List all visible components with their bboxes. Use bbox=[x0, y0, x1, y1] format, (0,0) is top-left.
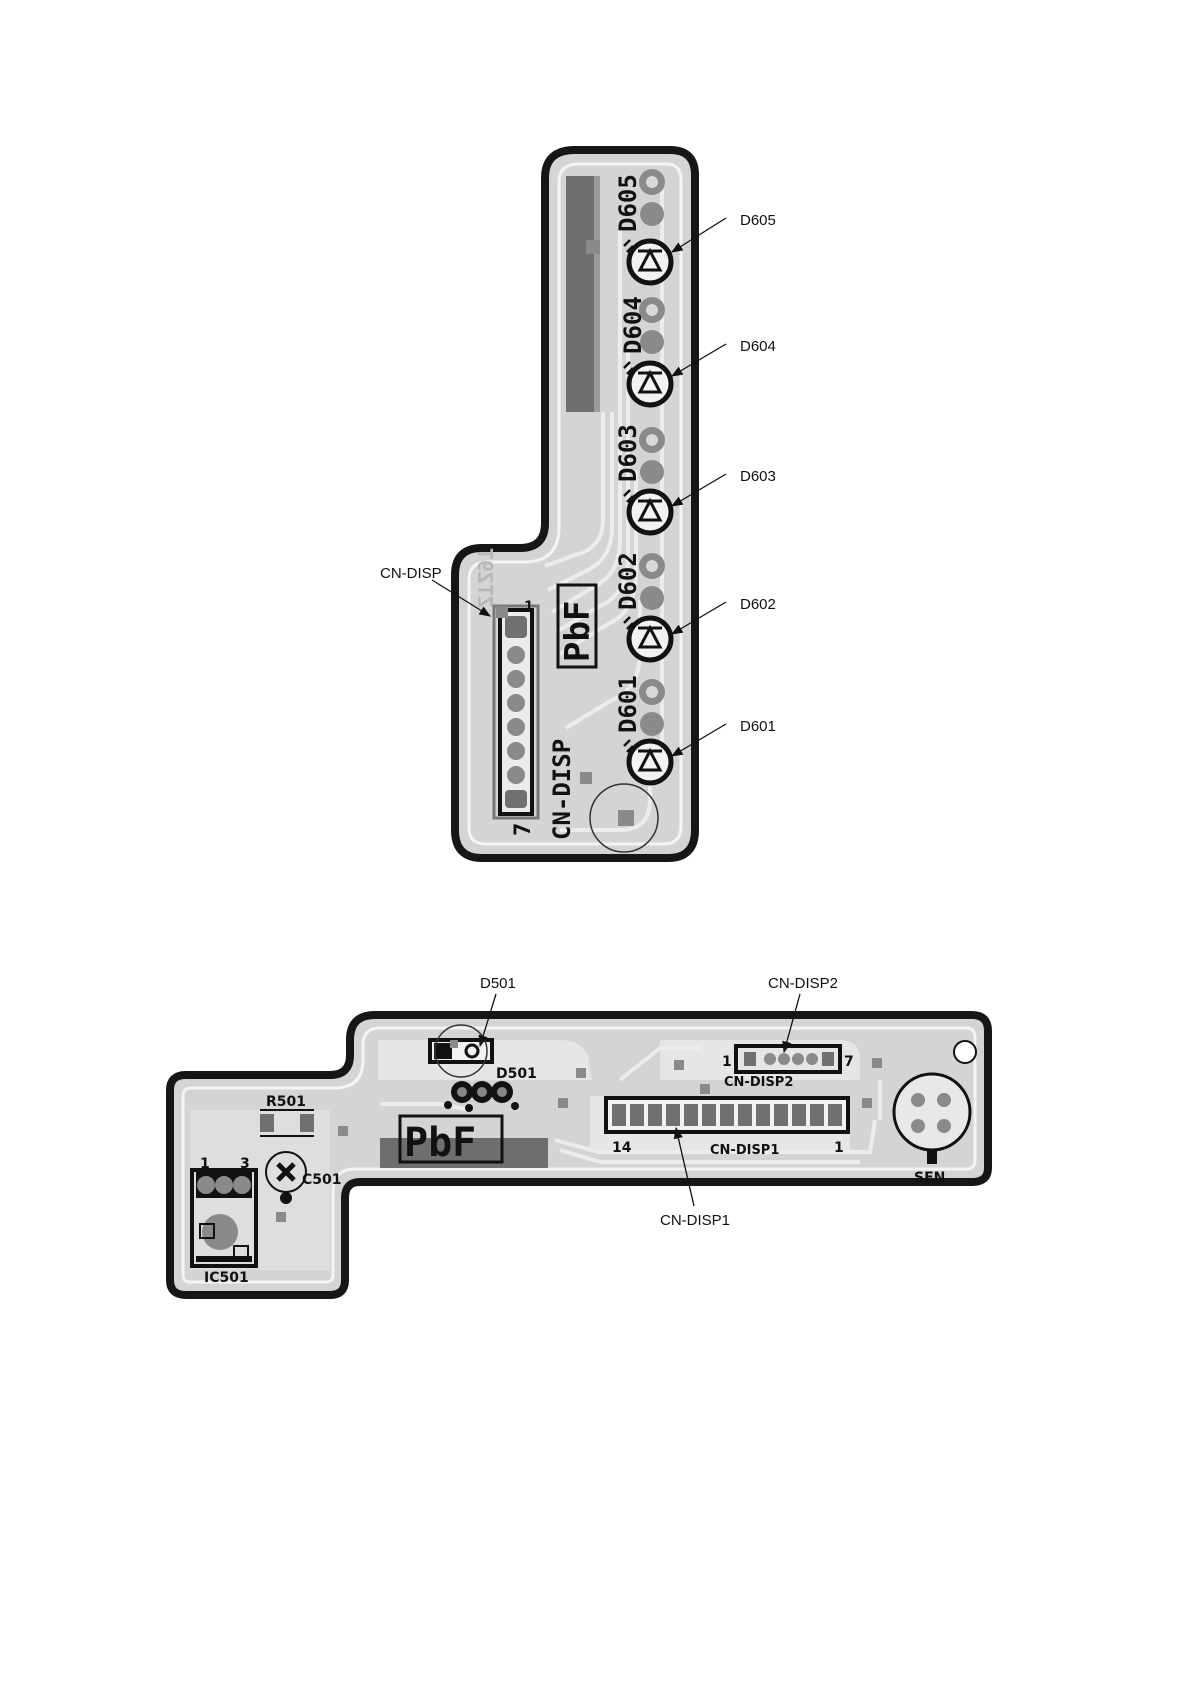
silk-cn-disp-pin7: 7 bbox=[511, 823, 536, 836]
cn-disp1-connector bbox=[606, 1098, 848, 1132]
callout-d602: D602 bbox=[740, 596, 776, 613]
callout-cn-disp: CN-DISP bbox=[380, 565, 442, 582]
silk-d602: D602 bbox=[614, 552, 642, 610]
top-mounting-pad bbox=[618, 810, 634, 826]
callout-d605: D605 bbox=[740, 212, 776, 229]
silk-d501: D501 bbox=[496, 1066, 537, 1082]
silk-d605: D605 bbox=[614, 174, 642, 232]
silk-cn-disp: CN-DISP bbox=[548, 739, 576, 840]
top-board: D605 D604 D603 D602 D601 PbF ZTZ9T 1 7 C… bbox=[455, 150, 695, 858]
silk-ic-pin3: 3 bbox=[240, 1156, 250, 1172]
silk-r501: R501 bbox=[266, 1094, 306, 1110]
ghost-board-number: ZTZ9T bbox=[473, 548, 497, 608]
callout-d604: D604 bbox=[740, 338, 776, 355]
svg-text:PbF: PbF bbox=[558, 601, 598, 662]
callout-cn-disp1: CN-DISP1 bbox=[660, 1212, 730, 1229]
bottom-mounting-hole bbox=[954, 1041, 976, 1063]
silk-d601: D601 bbox=[614, 675, 642, 733]
top-copper-strip-edge bbox=[594, 176, 600, 412]
silk-sen: SEN bbox=[914, 1170, 945, 1186]
callout-cn-disp2: CN-DISP2 bbox=[768, 975, 838, 992]
silk-cn-disp2: CN-DISP2 bbox=[724, 1075, 793, 1090]
bottom-board: D501 PbF R501 bbox=[170, 1015, 988, 1295]
silk-cn-disp2-pin7: 7 bbox=[844, 1054, 854, 1070]
silk-d604: D604 bbox=[619, 296, 647, 354]
cn-disp-connector bbox=[494, 606, 538, 818]
silk-cn-disp2-pin1: 1 bbox=[722, 1054, 732, 1070]
silk-c501: C501 bbox=[302, 1172, 342, 1188]
silk-cn-disp1-pin1: 1 bbox=[834, 1140, 844, 1156]
silk-cn-disp-pin1: 1 bbox=[524, 597, 534, 616]
silk-d603: D603 bbox=[614, 424, 642, 482]
silk-ic-pin1: 1 bbox=[200, 1156, 210, 1172]
callout-d501: D501 bbox=[480, 975, 516, 992]
silk-cn-disp1: CN-DISP1 bbox=[710, 1143, 779, 1158]
callout-d603: D603 bbox=[740, 468, 776, 485]
svg-text:PbF: PbF bbox=[404, 1120, 476, 1166]
callout-d601: D601 bbox=[740, 718, 776, 735]
silk-ic501: IC501 bbox=[204, 1270, 249, 1286]
silk-cn-disp1-pin14: 14 bbox=[612, 1140, 632, 1156]
top-copper-strip bbox=[566, 176, 594, 412]
